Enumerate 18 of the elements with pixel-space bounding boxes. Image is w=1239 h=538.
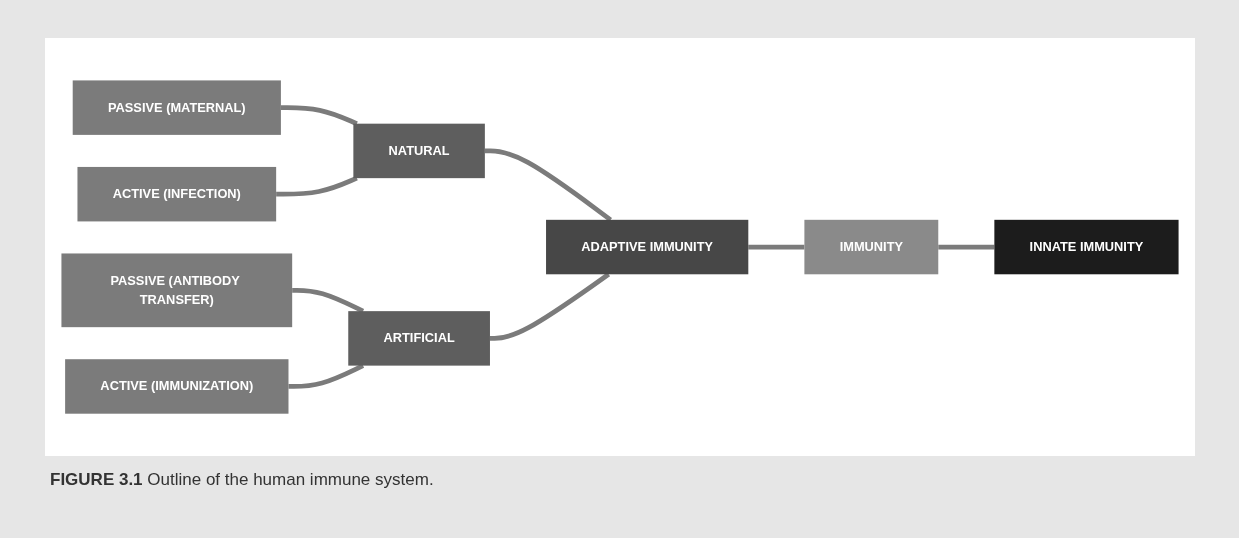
node-box: PASSIVE (MATERNAL) (72, 80, 281, 135)
node-box: ACTIVE (INFECTION) (77, 166, 277, 222)
connector (748, 244, 805, 250)
connector (292, 287, 365, 314)
node-box: ACTIVE (IMMUNIZATION) (65, 359, 289, 414)
node-box: INNATE IMMUNITY (994, 219, 1179, 275)
connector (288, 363, 365, 389)
connector (484, 148, 612, 222)
node-box: ARTIFICIAL (348, 311, 490, 366)
node-box: NATURAL (353, 123, 485, 179)
connector (280, 105, 358, 126)
figure-caption: FIGURE 3.1 Outline of the human immune system. (50, 470, 434, 490)
node-box: PASSIVE (ANTIBODY TRANSFER) (61, 253, 293, 328)
connector (489, 272, 611, 341)
node-box: IMMUNITY (804, 219, 939, 275)
connector (938, 244, 995, 250)
node-box: ADAPTIVE IMMUNITY (546, 219, 749, 275)
connector (276, 175, 358, 197)
